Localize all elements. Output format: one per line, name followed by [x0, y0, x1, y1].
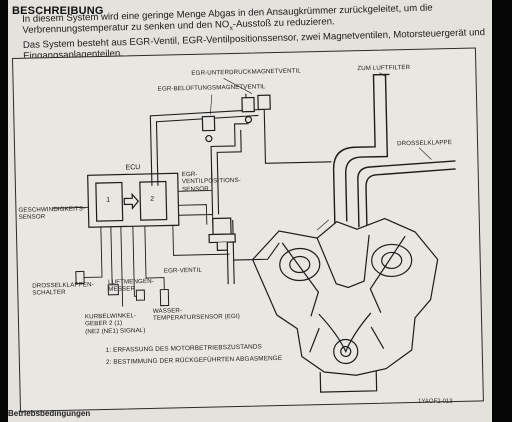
figure-code: 1YAOF2-013 — [418, 399, 453, 405]
scan-border-right — [492, 0, 512, 422]
ecu-box — [87, 172, 180, 228]
label-throttle-switch: DROSSELKLAPPEN- SCHALTER — [32, 281, 94, 298]
solenoid-valves — [201, 94, 271, 143]
label-to-air-filter: ZUM LUFTFILTER — [357, 63, 411, 73]
next-section-heading: Betriebsbedingungen — [8, 409, 91, 418]
label-egr-valve: EGR-VENTIL — [163, 266, 203, 275]
label-crank-angle-sensor: KURBELWINKEL- GEBER 2 (1) (NE2 (NE1) SIG… — [84, 312, 146, 336]
egr-system-diagram: EGR-UNTERDRUCKMAGNETVENTIL EGR-BELÜFTUNG… — [12, 47, 484, 412]
section-heading: BESCHREIBUNG — [12, 5, 104, 17]
label-water-temp-sensor: WASSER- TEMPERATURSENSOR (EGI) — [152, 307, 241, 323]
label-speed-sensor: GESCHWINDIGKEITS- SENSOR — [18, 205, 86, 222]
label-air-flow-meter: LUFTMENGEN- MESSER — [108, 277, 154, 294]
label-egr-position-sensor: EGR- VENTILPOSITIONS- SENSOR — [181, 170, 241, 193]
diagram-drawing — [52, 72, 456, 393]
leader-lines — [210, 72, 432, 231]
egr-valve-drawing — [208, 217, 236, 252]
ecu-block-2-label: 2 — [150, 195, 155, 203]
ecu-label: ECU — [125, 164, 141, 172]
sensor-symbols — [75, 270, 170, 307]
scan-border-left — [0, 0, 8, 422]
engine-drawing — [251, 217, 439, 393]
label-throttle-valve: DROSSELKLAPPE — [396, 139, 453, 148]
intake-pipes — [332, 73, 456, 228]
ecu-block-1-label: 1 — [106, 196, 111, 204]
